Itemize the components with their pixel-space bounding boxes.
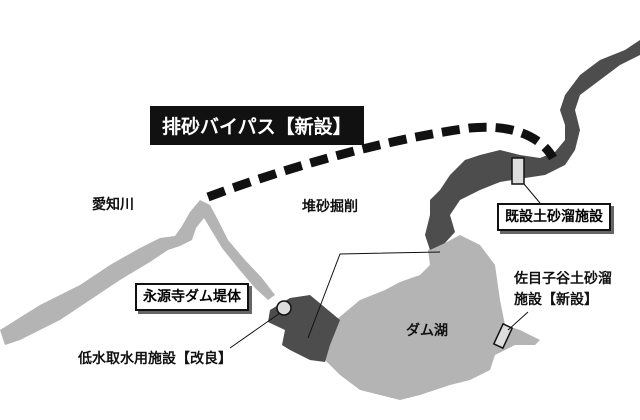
intake-label: 低水取水用施設【改良】 [78, 351, 232, 367]
new-sediment-trap [492, 322, 514, 350]
bypass-title: 排砂バイパス【新設】 [150, 106, 364, 145]
existing-trap-label: 既設土砂溜施設 [497, 203, 611, 232]
aichi-river [0, 200, 275, 345]
upper-reservoir [425, 40, 640, 250]
lake-label: ダム湖 [406, 323, 448, 339]
bypass-tunnel-line [206, 122, 557, 202]
new-trap-label-line1: 佐目子谷土砂溜 [514, 271, 612, 287]
dam-lake [325, 235, 540, 400]
dam-body-label: 永源寺ダム堤体 [135, 283, 249, 312]
existing-sediment-trap [511, 157, 525, 185]
dredging-label: 堆砂掘削 [302, 199, 358, 215]
leader-lines [229, 183, 541, 349]
new-trap-label-line2: 施設【新設】 [514, 292, 598, 308]
river-label: 愛知川 [92, 197, 134, 213]
intake-facility [276, 300, 292, 316]
